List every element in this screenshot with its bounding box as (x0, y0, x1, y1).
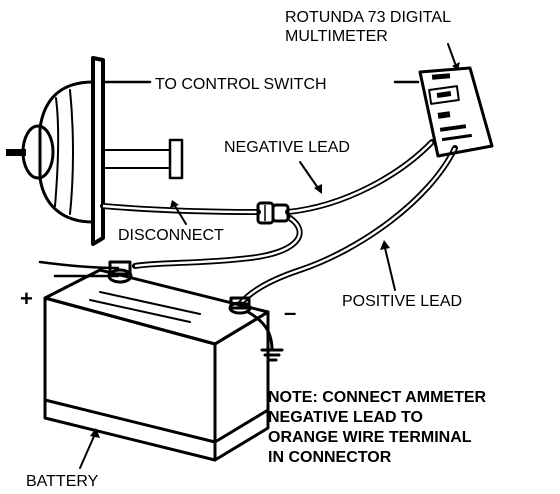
battery (43, 260, 270, 462)
blower-motor (6, 56, 184, 246)
note-line-1: NOTE: CONNECT AMMETER (268, 389, 487, 406)
disconnect-label: DISCONNECT (118, 227, 224, 244)
plus-sign: + (20, 286, 33, 311)
leaders (79, 161, 396, 469)
negative-lead-label: NEGATIVE LEAD (224, 139, 350, 156)
minus-sign: – (284, 300, 296, 325)
meter-title-line1: ROTUNDA 73 DIGITAL (285, 9, 451, 26)
meter-title-line2: MULTIMETER (285, 28, 388, 45)
to-control-switch-label: TO CONTROL SWITCH (155, 76, 327, 93)
disconnect-connector (256, 201, 290, 225)
multimeter (418, 43, 494, 158)
battery-label: BATTERY (26, 473, 99, 490)
note-block: NOTE: CONNECT AMMETER NEGATIVE LEAD TO O… (268, 389, 487, 466)
note-line-3: ORANGE WIRE TERMINAL (268, 429, 472, 446)
note-line-4: IN CONNECTOR (268, 449, 392, 466)
note-line-2: NEGATIVE LEAD TO (268, 409, 423, 426)
positive-lead-label: POSITIVE LEAD (342, 293, 462, 310)
